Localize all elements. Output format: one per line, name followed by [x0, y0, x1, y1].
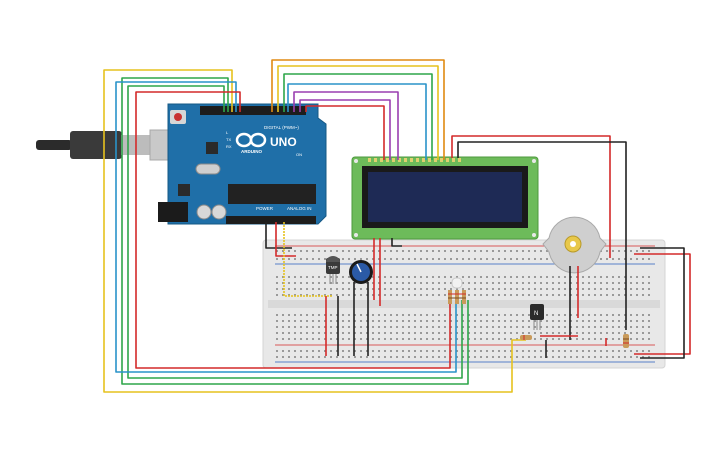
wire-black-rail-right [640, 247, 685, 359]
rgb-led [448, 277, 466, 304]
digital-pins-label: DIGITAL (PWM~) [264, 125, 299, 130]
resistor-1 [448, 290, 452, 304]
l-led-label: L [226, 130, 229, 135]
atmega-chip [228, 184, 316, 204]
temperature-sensor: TMP [326, 256, 340, 284]
wire-red-5v [275, 222, 296, 257]
wire-blue-lcd [287, 83, 427, 160]
base-resistor [520, 335, 532, 340]
reset-button[interactable] [174, 113, 182, 121]
usb-cable [36, 129, 185, 161]
lcd-display [351, 156, 539, 240]
wire-red-lcd-short [305, 105, 385, 160]
arduino-logo-icon [235, 132, 267, 148]
wire-black-lcd-gnd [391, 238, 402, 247]
wire-purple-lcd-2 [299, 99, 391, 160]
temperature-sensor-label: TMP [328, 265, 338, 270]
wire-green-lcd [283, 73, 433, 160]
wires [103, 59, 691, 393]
power-pins-label: POWER [256, 206, 274, 211]
rx-label: RX [226, 144, 232, 149]
wire-red-1 [135, 91, 451, 369]
power-jack [158, 202, 188, 222]
lcd-header-pins [368, 158, 461, 162]
wire-purple-lcd-1 [293, 91, 399, 160]
resistor-3 [462, 290, 466, 304]
wire-orange-lcd [271, 59, 445, 160]
potentiometer[interactable] [349, 260, 373, 284]
dc-motor [542, 216, 607, 274]
wire-black-lcd-backlight [457, 141, 627, 330]
on-led-label: ON [296, 152, 302, 157]
lcd-screen [368, 172, 522, 222]
wire-yellow-lcd [277, 65, 439, 160]
arduino-uno-logo: UNO [270, 135, 297, 149]
wire-blue-1 [115, 81, 457, 373]
resistor-2 [455, 290, 459, 304]
wire-yellow-analog [283, 222, 332, 297]
transistor-label: N [534, 311, 538, 317]
wire-green-1 [121, 77, 469, 385]
wire-red-rail-right [634, 253, 691, 355]
arduino-uno: UNO ARDUINO DIGITAL (PWM~) POWER ANALOG … [36, 103, 327, 225]
wire-red-lcd-backlight [451, 135, 611, 258]
arduino-brand: ARDUINO [241, 149, 262, 154]
right-resistor [623, 334, 629, 348]
npn-transistor: N [530, 304, 544, 330]
wire-green-2 [127, 85, 463, 379]
tx-label: TX [226, 137, 231, 142]
wire-yellow-outer [103, 69, 526, 393]
analog-pins-label: ANALOG IN [287, 206, 312, 211]
